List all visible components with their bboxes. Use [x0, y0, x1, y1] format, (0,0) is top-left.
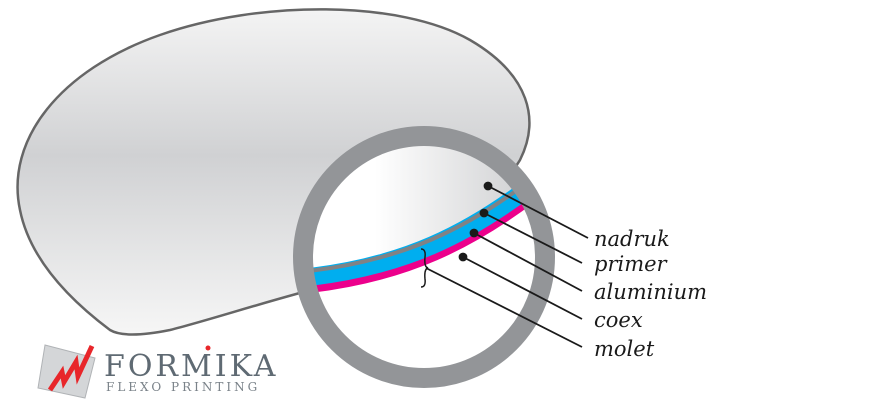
label-primer: primer	[594, 252, 669, 276]
label-molet: molet	[594, 337, 655, 361]
label-nadruk: nadruk	[594, 227, 670, 251]
logo-lightning-icon	[47, 344, 95, 392]
magnified-section	[312, 145, 536, 369]
label-aluminium: aluminium	[594, 280, 707, 304]
label-coex: coex	[594, 308, 643, 332]
magnifier-ring	[293, 126, 555, 388]
pouch-interior	[312, 145, 536, 272]
leader-lines	[420, 181, 589, 348]
formika-logo: FORMIKA FLEXO PRINTING	[37, 344, 278, 399]
brace-icon	[420, 248, 429, 288]
svg-text:FLEXO PRINTING: FLEXO PRINTING	[106, 380, 260, 394]
svg-text:FORMIKA: FORMIKA	[104, 349, 278, 384]
